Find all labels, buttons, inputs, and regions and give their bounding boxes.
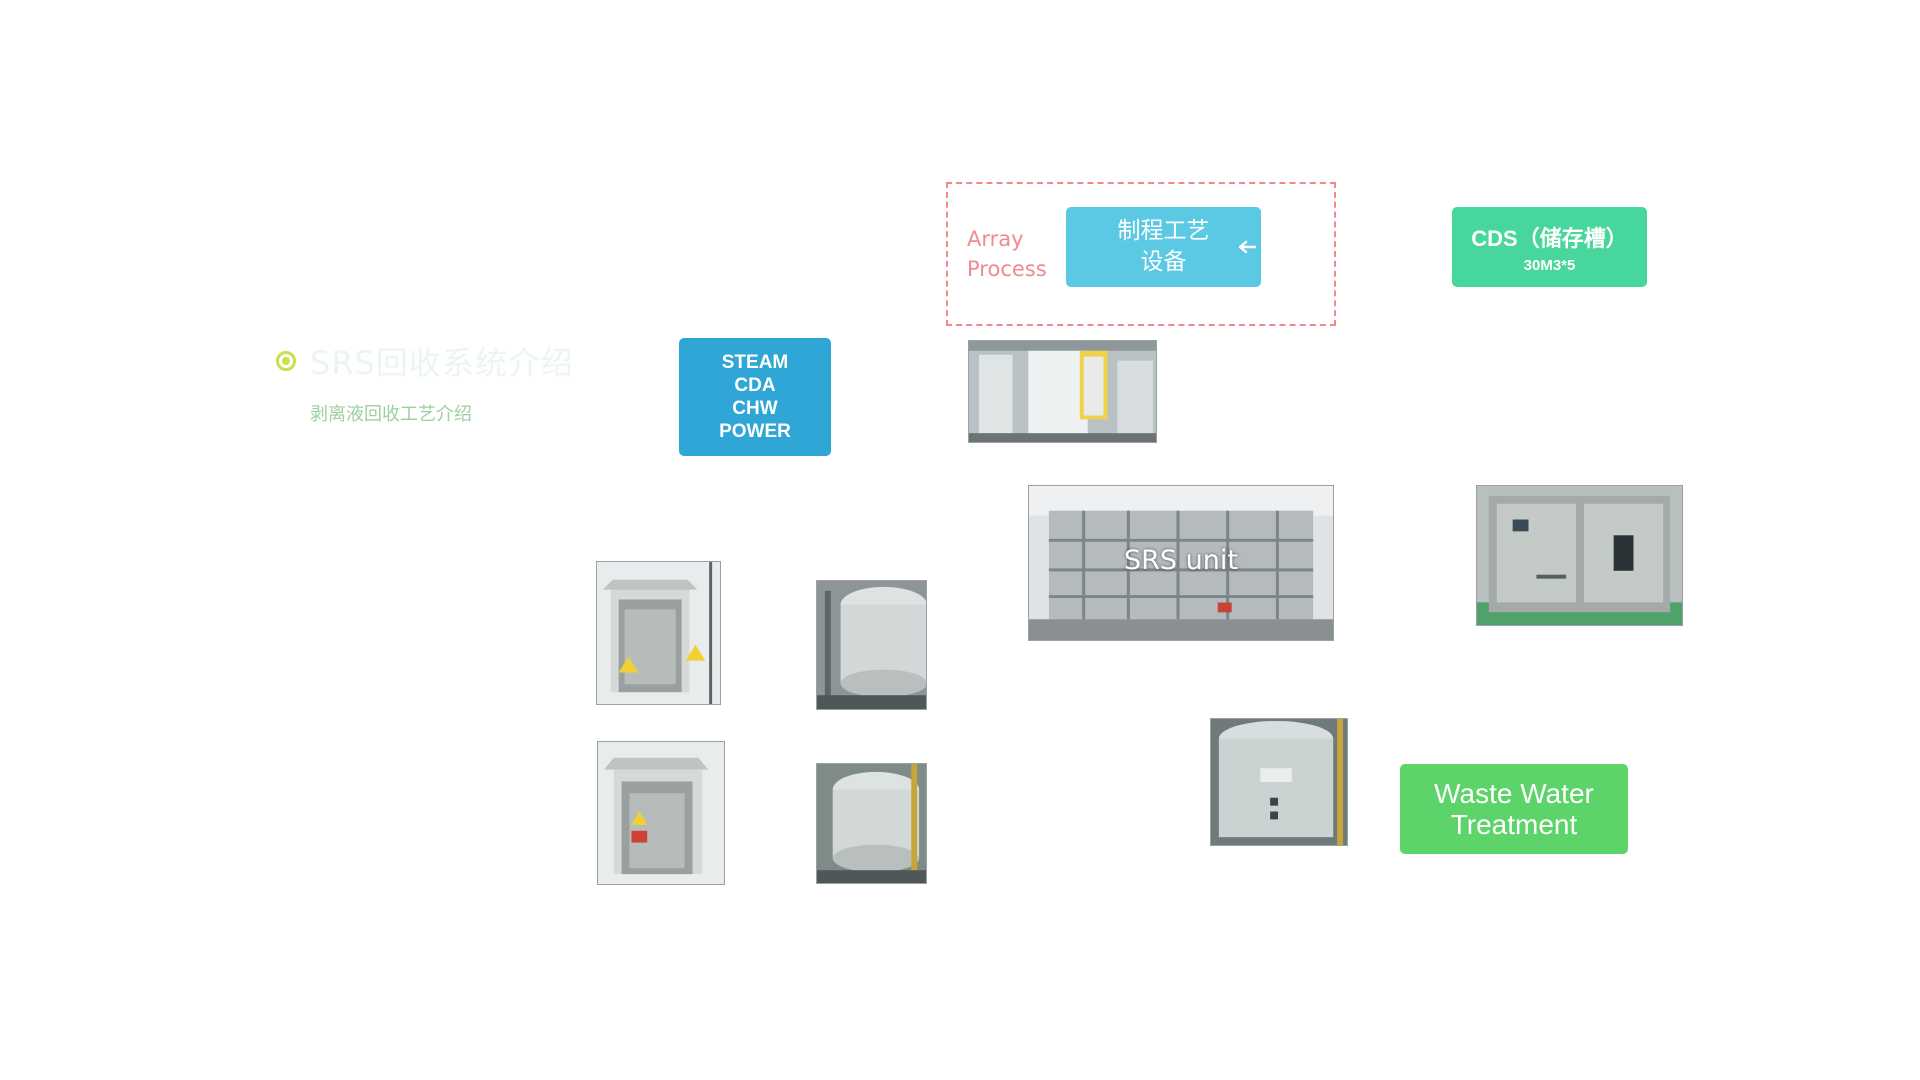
- process-box-line1: 制程工艺: [1117, 218, 1210, 244]
- section-title-row: SRS回收系统介绍: [276, 338, 574, 384]
- utility-power-label: POWER: [719, 421, 791, 442]
- srs-unit-label: SRS unit: [1124, 545, 1238, 576]
- cds-capacity: 30M3*5: [1523, 256, 1576, 274]
- tank-room-photo: [968, 340, 1157, 443]
- utility-steam-label: STEAM: [721, 352, 789, 373]
- cabinet-door-photo-1: [596, 561, 721, 705]
- cds-title: CDS（储存槽）: [1471, 225, 1628, 251]
- utilities-box: STEAM CDA CHW POWER: [679, 338, 831, 456]
- waste-tank-photo: [1210, 718, 1348, 846]
- page-subtitle: 剥离液回收工艺介绍: [310, 404, 472, 425]
- cabinet-door-photo-2: [597, 741, 725, 885]
- array-label-line1: Array: [967, 227, 1024, 251]
- cds-storage-box: CDS（储存槽） 30M3*5: [1452, 207, 1647, 287]
- process-equipment-box: 制程工艺 设备: [1066, 207, 1261, 287]
- wwt-line2: Treatment: [1450, 809, 1578, 840]
- utility-chw-label: CHW: [732, 398, 778, 419]
- storage-tank-photo-1: [816, 580, 927, 710]
- arrow-left-icon: [1238, 239, 1257, 254]
- bullet-icon: [276, 351, 296, 371]
- process-box-line2: 设备: [1140, 249, 1187, 275]
- srs-unit-photo: [1028, 485, 1334, 641]
- array-label-line2: Process: [967, 257, 1047, 281]
- array-process-frame: [946, 182, 1336, 326]
- storage-tank-photo-2: [816, 763, 927, 884]
- utility-cda-label: CDA: [734, 375, 776, 396]
- page-title: SRS回收系统介绍: [310, 344, 574, 382]
- waste-water-treatment-box: Waste Water Treatment: [1400, 764, 1628, 854]
- array-process-label: Array Process: [967, 224, 1047, 284]
- control-cabinet-photo: [1476, 485, 1683, 626]
- wwt-line1: Waste Water: [1434, 778, 1594, 809]
